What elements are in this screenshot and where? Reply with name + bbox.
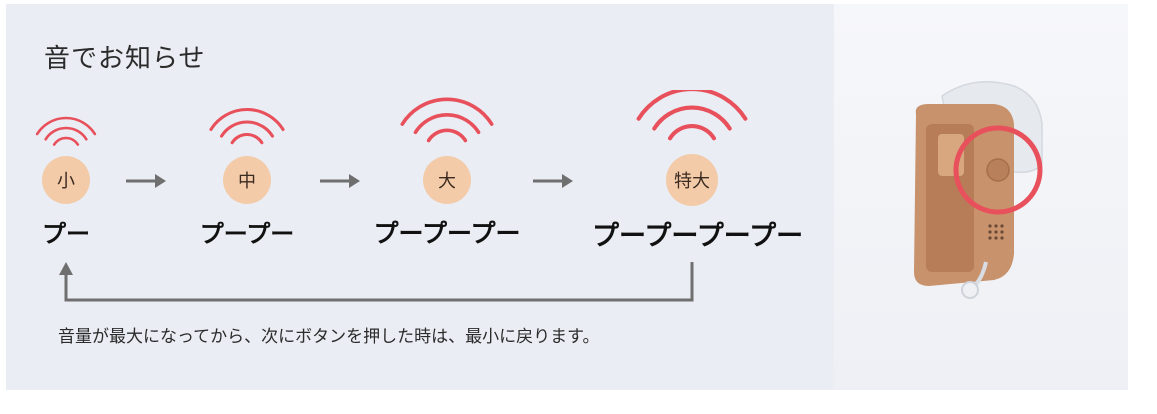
wave-arc	[636, 90, 748, 121]
wave-arc	[426, 128, 468, 143]
return-path	[64, 262, 694, 302]
volume-circle: 大	[423, 156, 471, 204]
next-level-arrow	[533, 174, 573, 188]
volume-circle: 特大	[666, 154, 718, 206]
hearing-aid-illustration	[914, 81, 1043, 299]
volume-circle: 小	[42, 156, 90, 204]
next-level-arrow	[126, 174, 166, 188]
volume-level-3: 大プープープー	[347, 90, 547, 260]
wave-arc	[652, 105, 732, 131]
highlight-ring	[953, 125, 1043, 215]
wave-arc	[667, 124, 717, 141]
caption: 音量が最大になってから、次にボタンを押した時は、最小に戻ります。	[58, 327, 600, 347]
sound-waves-icon	[636, 90, 748, 141]
beep-pattern: プープー	[199, 220, 295, 248]
wave-arc	[44, 126, 88, 141]
wave-arc	[52, 136, 80, 146]
wave-arc	[400, 97, 494, 126]
volume-circle: 中	[223, 156, 271, 204]
beep-pattern: プー	[42, 220, 90, 248]
beep-pattern: プープープープー	[592, 221, 804, 252]
sound-waves-icon	[209, 107, 285, 145]
removal-knob	[961, 281, 979, 299]
microphone-grille	[988, 224, 1004, 240]
volume-level-4: 特大プープープープー	[592, 90, 804, 260]
beep-pattern: プープープー	[373, 219, 521, 248]
sound-waves-icon	[35, 116, 97, 146]
volume-button	[986, 158, 1010, 182]
wave-arc	[209, 107, 285, 132]
wave-arc	[35, 116, 97, 136]
device-photo-panel	[834, 4, 1128, 390]
wave-arc	[230, 133, 264, 145]
return-arrowhead	[59, 262, 73, 275]
next-level-arrow	[320, 174, 360, 188]
volume-level-1: 小プー	[0, 90, 166, 260]
wave-arc	[220, 120, 274, 138]
wave-arc	[413, 113, 481, 135]
sound-waves-icon	[400, 97, 494, 143]
volume-level-2: 中プープー	[147, 90, 347, 260]
page-title: 音でお知らせ	[44, 44, 206, 74]
